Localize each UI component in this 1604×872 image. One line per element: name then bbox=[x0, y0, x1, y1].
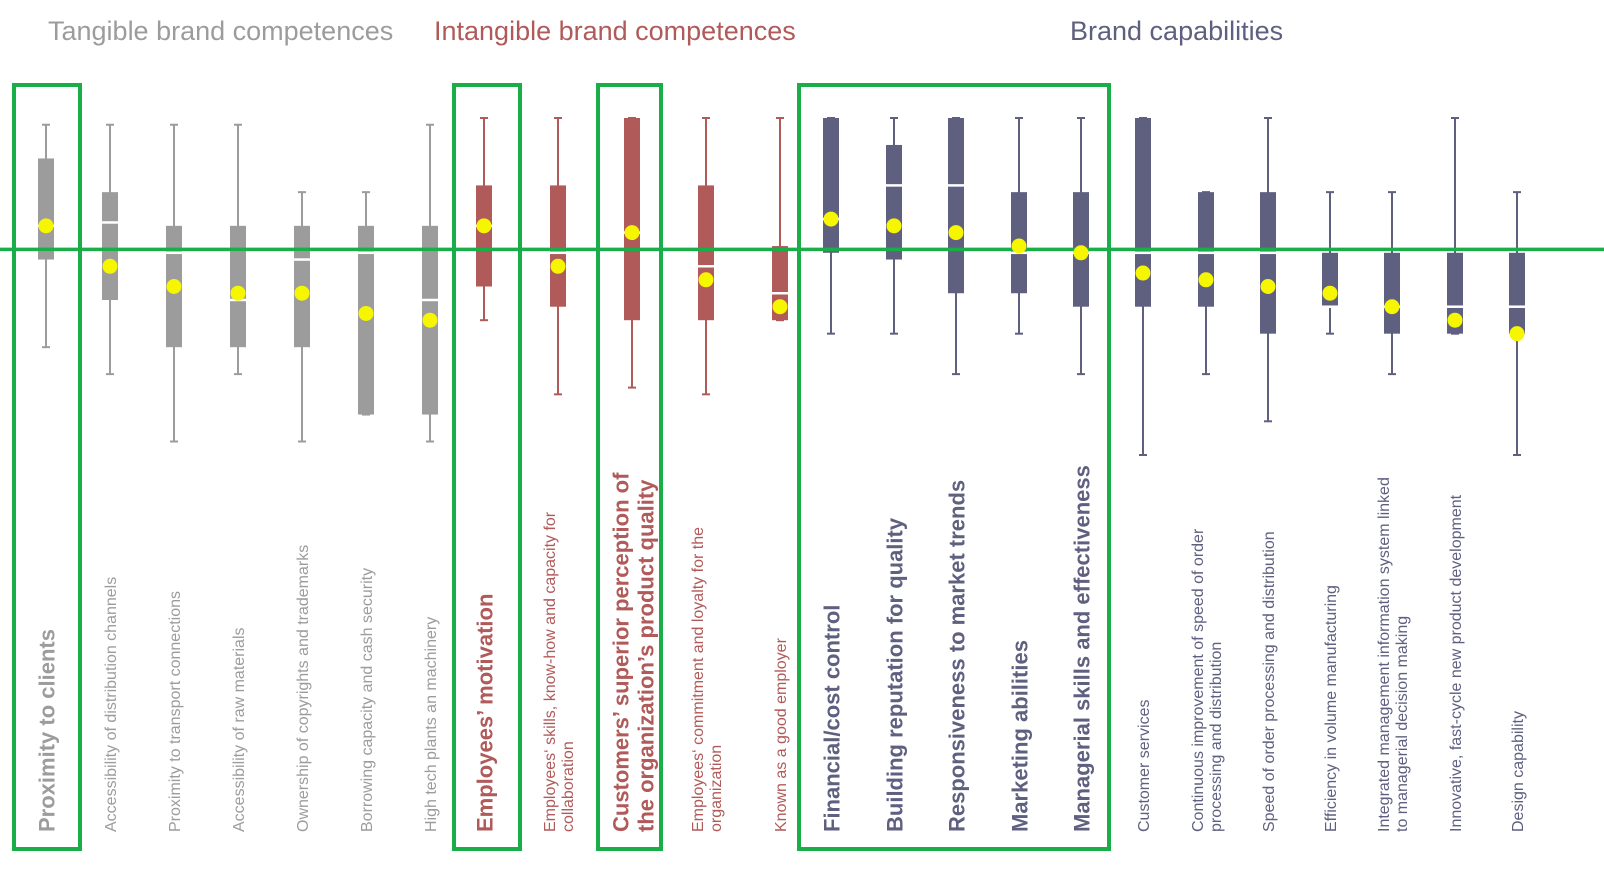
mean-dot bbox=[1198, 272, 1214, 288]
category-label-line: Marketing abilities bbox=[1007, 640, 1033, 832]
box bbox=[1260, 192, 1276, 334]
mean-dot bbox=[294, 285, 310, 301]
mean-dot bbox=[230, 285, 246, 301]
category-label-line: Borrowing capacity and cash security bbox=[359, 567, 377, 832]
category-label-line: Continuous improvement of speed of order bbox=[1190, 528, 1208, 832]
mean-dot bbox=[1509, 326, 1525, 342]
category-label-line: Ownership of copyrights and trademarks bbox=[295, 544, 313, 832]
category-label: High tech plants an machinery bbox=[423, 617, 441, 832]
category-label: Innovative, fast-cycle new product devel… bbox=[1448, 495, 1466, 832]
box bbox=[1447, 252, 1463, 334]
category-label-line: Financial/cost control bbox=[819, 604, 845, 832]
box bbox=[1384, 252, 1400, 334]
category-label-line: Innovative, fast-cycle new product devel… bbox=[1448, 494, 1466, 832]
mean-dot bbox=[698, 272, 714, 288]
category-label: Managerial skills and effectiveness bbox=[1069, 465, 1096, 832]
mean-dot bbox=[886, 218, 902, 234]
mean-dot bbox=[550, 258, 566, 274]
box bbox=[1135, 118, 1151, 307]
category-label: Employees‘ commitment and loyalty for th… bbox=[690, 527, 726, 832]
category-label-line: Efficiency in volume manufacturing bbox=[1323, 585, 1341, 832]
category-label-line: Accessibility of raw materials bbox=[231, 627, 249, 833]
category-label: Marketing abilities bbox=[1007, 640, 1034, 832]
category-label-line: collaboration bbox=[559, 741, 577, 832]
category-label: Speed of order processing and distributi… bbox=[1261, 531, 1279, 832]
category-label-line: Employees‘ commitment and loyalty for th… bbox=[690, 526, 708, 832]
mean-dot bbox=[476, 218, 492, 234]
mean-dot bbox=[1260, 279, 1276, 294]
box bbox=[823, 118, 839, 253]
box bbox=[624, 118, 640, 321]
mean-dot bbox=[1073, 245, 1089, 261]
mean-dot bbox=[1011, 238, 1027, 254]
category-label-line: Design capability bbox=[1510, 711, 1528, 832]
highlight-frame bbox=[797, 83, 1111, 851]
highlight-frame bbox=[12, 83, 82, 851]
category-label-line: Customers’ superior perception of bbox=[608, 472, 634, 832]
category-label: Financial/cost control bbox=[819, 604, 846, 832]
group-title-intangible: Intangible brand competences bbox=[434, 16, 796, 46]
box bbox=[1509, 252, 1525, 334]
category-label: Building reputation for quality bbox=[882, 517, 909, 832]
category-label-line: Employees‘ skills, know-how and capacity… bbox=[542, 511, 560, 832]
category-label: Employees‘ skills, know-how and capacity… bbox=[542, 512, 578, 832]
category-label-line: Customer services bbox=[1136, 699, 1154, 832]
category-label: Known as a good employer bbox=[773, 638, 791, 832]
mean-dot bbox=[166, 279, 182, 294]
category-label-line: organization bbox=[707, 744, 725, 832]
category-label-line: High tech plants an machinery bbox=[423, 616, 441, 832]
mean-dot bbox=[823, 211, 839, 227]
box bbox=[550, 185, 566, 307]
category-label: Efficiency in volume manufacturing bbox=[1323, 585, 1341, 832]
mean-dot bbox=[624, 225, 640, 241]
category-label-line: Known as a good employer bbox=[773, 638, 791, 832]
mean-dot bbox=[772, 299, 788, 315]
category-label-line: to managerial decision making bbox=[1393, 615, 1411, 832]
category-label: Responsiveness to market trends bbox=[944, 479, 971, 832]
box bbox=[698, 185, 714, 321]
category-label: Employees’ motivation bbox=[472, 593, 499, 832]
box bbox=[38, 158, 54, 260]
highlight-frame bbox=[596, 83, 663, 851]
category-label: Borrowing capacity and cash security bbox=[359, 568, 377, 832]
box bbox=[948, 118, 964, 294]
mean-dot bbox=[948, 225, 964, 241]
category-label-line: processing and distribution bbox=[1207, 641, 1225, 832]
category-label-line: Speed of order processing and distributi… bbox=[1261, 531, 1279, 832]
mean-dot bbox=[1322, 285, 1338, 301]
group-title-tangible: Tangible brand competences bbox=[48, 16, 394, 46]
mean-dot bbox=[1135, 265, 1151, 281]
category-label: Proximity to clients bbox=[34, 629, 61, 832]
category-label: Ownership of copyrights and trademarks bbox=[295, 545, 313, 832]
mean-dot bbox=[38, 218, 54, 234]
category-label: Proximity to transport connections bbox=[167, 591, 185, 832]
group-title-capabilities: Brand capabilities bbox=[1070, 16, 1284, 46]
category-label-line: Building reputation for quality bbox=[882, 517, 908, 832]
mean-dot bbox=[1384, 299, 1400, 315]
box bbox=[886, 144, 902, 260]
category-label-line: the organization’s product quality bbox=[632, 479, 658, 832]
category-label: Integrated management information system… bbox=[1376, 477, 1412, 832]
mean-dot bbox=[1447, 312, 1463, 328]
mean-dot bbox=[422, 312, 438, 328]
category-label-line: Responsiveness to market trends bbox=[944, 479, 970, 832]
mean-dot bbox=[358, 305, 374, 321]
category-label-line: Accessibility of distribution channels bbox=[103, 576, 121, 832]
box bbox=[102, 192, 118, 300]
category-label-line: Proximity to clients bbox=[34, 629, 60, 832]
category-label: Continuous improvement of speed of order… bbox=[1190, 529, 1226, 832]
category-label-line: Proximity to transport connections bbox=[167, 591, 185, 832]
category-label: Accessibility of distribution channels bbox=[103, 577, 121, 832]
category-label-line: Managerial skills and effectiveness bbox=[1069, 465, 1095, 832]
mean-dot bbox=[102, 258, 118, 274]
box bbox=[476, 185, 492, 287]
highlight-frame bbox=[452, 83, 522, 851]
category-label-line: Employees’ motivation bbox=[472, 593, 498, 832]
category-label: Design capability bbox=[1510, 711, 1528, 832]
category-label-line: Integrated management information system… bbox=[1376, 477, 1394, 832]
category-label: Accessibility of raw materials bbox=[231, 628, 249, 833]
category-label: Customer services bbox=[1136, 700, 1154, 832]
